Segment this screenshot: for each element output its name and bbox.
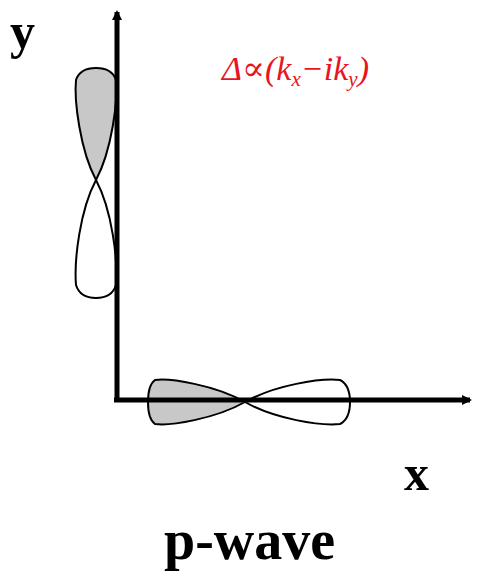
orbital-lobe — [76, 68, 117, 180]
orbital-lobe — [76, 180, 117, 298]
x-axis — [114, 398, 470, 403]
y-axis — [115, 12, 120, 402]
formula: Δ∝(kx−iky) — [222, 52, 369, 90]
caption: p-wave — [164, 512, 335, 568]
axis-label: y — [10, 6, 35, 56]
axis-label: x — [404, 448, 429, 498]
